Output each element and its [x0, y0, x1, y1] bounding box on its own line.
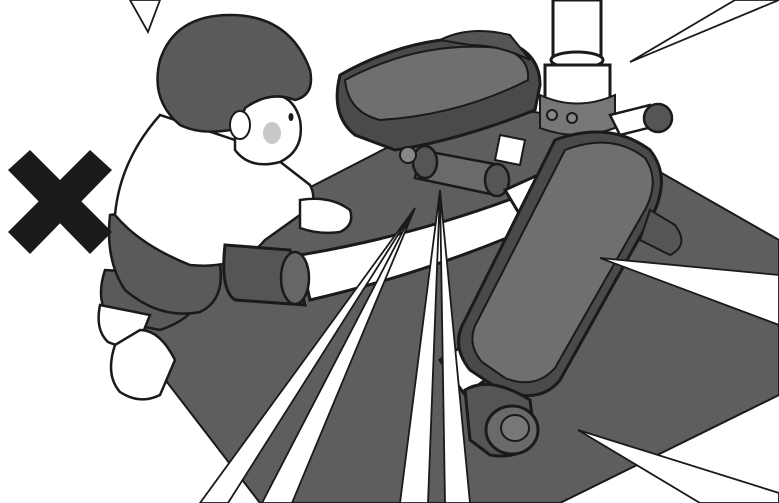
pinch-point-clamp	[224, 245, 309, 305]
child-ear	[230, 111, 250, 139]
stepper-post	[540, 0, 615, 135]
frame-right-cap	[644, 104, 672, 132]
child-cheek	[263, 122, 281, 144]
x-mark-icon	[8, 150, 112, 254]
child-eye	[289, 113, 294, 121]
